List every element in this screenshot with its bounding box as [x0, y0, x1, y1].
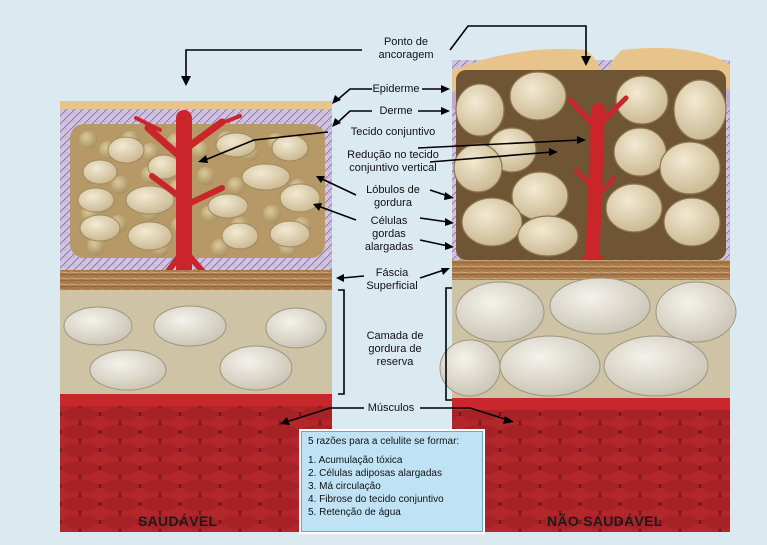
label-superficial-fascia: Fáscia Superficial	[358, 267, 426, 293]
caption-unhealthy: NÃO SAUDÁVEL	[547, 513, 663, 529]
reasons-box: 5 razões para a celulite se formar: 1. A…	[301, 431, 483, 532]
label-epidermis: Epiderme	[368, 83, 424, 96]
label-dermis: Derme	[372, 105, 420, 118]
healthy-fascia	[60, 270, 332, 290]
label-fat-lobules: Lóbulos de gordura	[354, 184, 432, 210]
label-reserve-fat-layer: Camada de gordura de reserva	[354, 330, 436, 369]
reason-item: 5. Retenção de água	[308, 506, 476, 519]
caption-healthy: SAUDÁVEL	[138, 513, 217, 529]
healthy-tissue	[60, 101, 332, 532]
unhealthy-tissue	[440, 48, 736, 532]
label-muscles: Músculos	[360, 402, 422, 415]
label-enlarged-fat-cells: Células gordas alargadas	[354, 215, 424, 254]
reason-item: 3. Má circulação	[308, 480, 476, 493]
reasons-title: 5 razões para a celulite se formar:	[308, 435, 476, 448]
label-connective-tissue: Tecido conjuntivo	[330, 126, 456, 139]
healthy-muscle-sheet	[60, 394, 332, 406]
unhealthy-fascia	[452, 260, 730, 280]
reason-item: 2. Células adiposas alargadas	[308, 467, 476, 480]
label-anchor-point: Ponto de ancoragem	[360, 36, 452, 62]
reason-item: 4. Fibrose do tecido conjuntivo	[308, 493, 476, 506]
anchor-left-line	[186, 50, 362, 80]
unhealthy-muscle-sheet	[452, 398, 730, 410]
label-vertical-reduction: Redução no tecido conjuntivo vertical	[326, 149, 460, 175]
reason-item: 1. Acumulação tóxica	[308, 454, 476, 467]
healthy-epidermis	[60, 101, 332, 109]
